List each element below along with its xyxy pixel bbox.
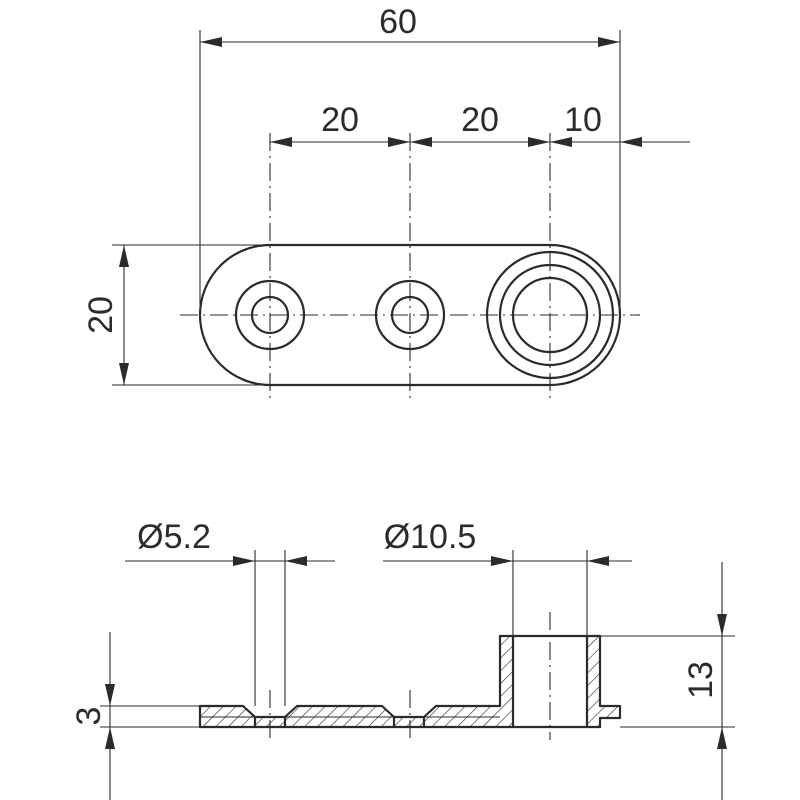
dimension-text-large-hole: Ø10.5: [384, 518, 477, 556]
dimension-text-spacing-1: 20: [321, 101, 359, 139]
dimension-overall-length: 60: [200, 3, 620, 47]
dimension-text-boss-height: 13: [682, 661, 720, 699]
dimension-large-hole-diameter: Ø10.5: [383, 518, 632, 636]
section-view: Ø5.2 Ø10.5 3 13: [70, 518, 735, 800]
boss-wall-right: [587, 636, 600, 727]
dimension-boss-height: 13: [600, 562, 735, 800]
dimension-text-edge-offset: 10: [564, 101, 602, 139]
dimension-text-60: 60: [379, 3, 417, 41]
boss-wall-left: [500, 636, 513, 727]
plate-section-right: [600, 706, 620, 718]
dimension-plate-thickness: 3: [70, 632, 200, 800]
dimension-text-width: 20: [82, 296, 120, 334]
dimension-text-thickness: 3: [70, 707, 108, 726]
dimension-width: 20: [82, 245, 129, 385]
top-view: 60 20 20 10 20: [82, 3, 690, 402]
dimension-small-hole-diameter: Ø5.2: [125, 518, 335, 706]
dimension-text-small-hole: Ø5.2: [137, 518, 211, 556]
dimension-text-spacing-2: 20: [461, 101, 499, 139]
dimension-hole-spacing: 20 20 10: [270, 101, 690, 147]
